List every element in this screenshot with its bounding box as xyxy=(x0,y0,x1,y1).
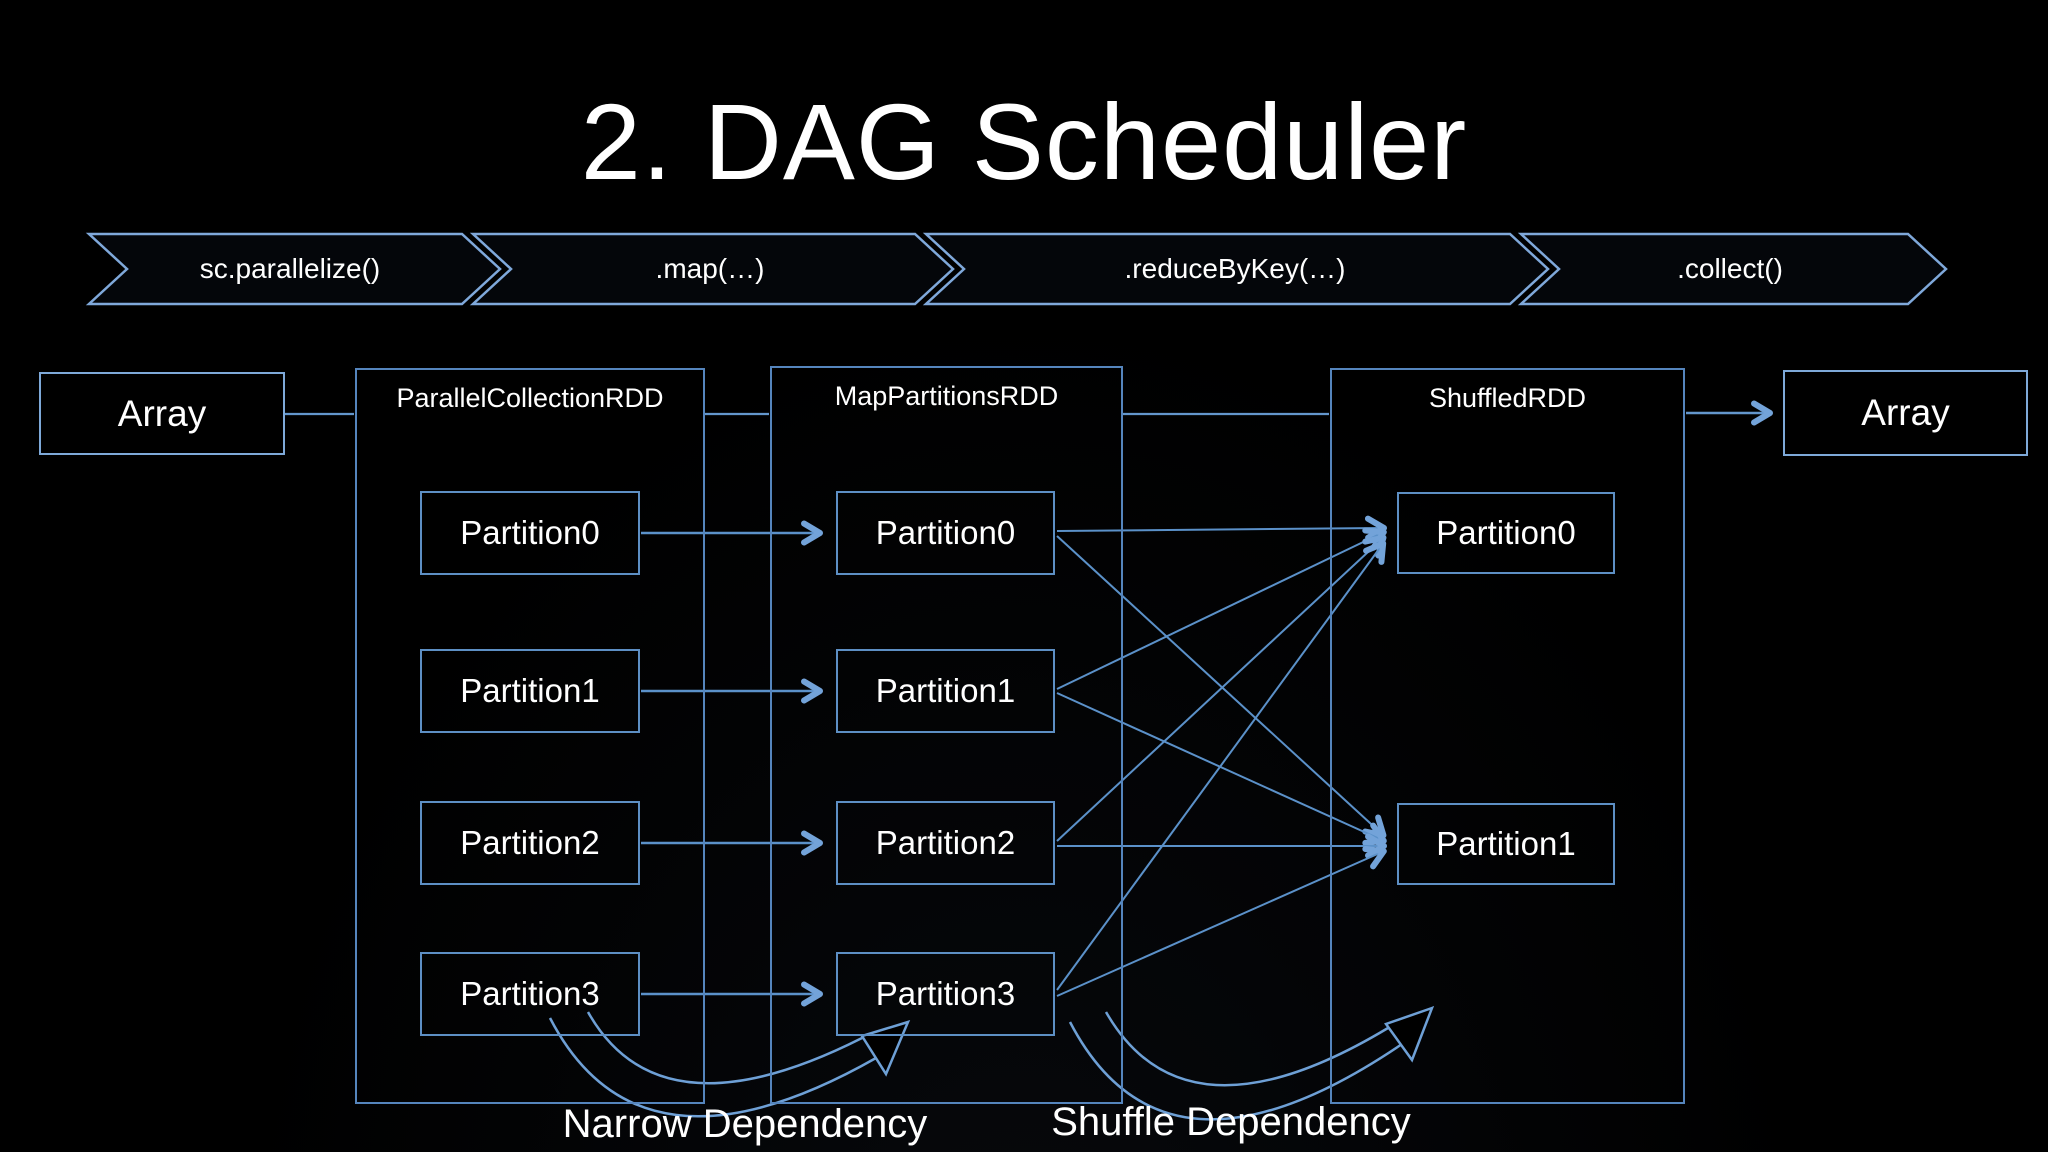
partition-label: Partition0 xyxy=(1436,514,1576,551)
pipeline-step-collect: .collect() xyxy=(1677,253,1783,284)
pipeline-step-parallelize: sc.parallelize() xyxy=(199,253,381,284)
partition-label: Partition1 xyxy=(875,672,1016,709)
mappartitionsrdd-title: MapPartitionsRDD xyxy=(834,380,1059,411)
output-array-box: Array xyxy=(1783,370,2028,456)
parallelcollection-partition0: Partition0 xyxy=(420,491,640,575)
mappartitions-partition1: Partition1 xyxy=(836,649,1055,733)
shuffledrdd-container xyxy=(1330,368,1685,1104)
shuffle-dependency-label: Shuffle Dependency xyxy=(1051,1099,1411,1144)
partition-label: Partition2 xyxy=(460,824,600,861)
pipeline-step-reducebykey: .reduceByKey(…) xyxy=(1124,253,1346,284)
partition-label: Partition3 xyxy=(875,975,1016,1012)
input-array-label: Array xyxy=(117,392,207,434)
mappartitionsrdd-container xyxy=(770,366,1123,1104)
input-array-box: Array xyxy=(39,372,285,455)
mappartitions-partition2: Partition2 xyxy=(836,801,1055,885)
shuffledrdd-title: ShuffledRDD xyxy=(1428,382,1587,413)
pipeline-step-map: .map(…) xyxy=(655,253,765,284)
partition-label: Partition3 xyxy=(460,975,600,1012)
narrow-dependency-label: Narrow Dependency xyxy=(562,1101,928,1146)
shuffled-partition1: Partition1 xyxy=(1397,803,1615,885)
parallelcollectionrdd-container xyxy=(355,368,705,1104)
partition-label: Partition2 xyxy=(875,824,1016,861)
parallelcollection-partition3: Partition3 xyxy=(420,952,640,1036)
parallelcollectionrdd-title: ParallelCollectionRDD xyxy=(396,382,664,413)
shuffled-partition0: Partition0 xyxy=(1397,492,1615,574)
partition-label: Partition1 xyxy=(1436,825,1576,862)
mappartitions-partition3: Partition3 xyxy=(836,952,1055,1036)
output-array-label: Array xyxy=(1861,392,1950,433)
parallelcollection-partition1: Partition1 xyxy=(420,649,640,733)
partition-label: Partition0 xyxy=(460,514,600,551)
parallelcollection-partition2: Partition2 xyxy=(420,801,640,885)
partition-label: Partition1 xyxy=(460,672,600,709)
mappartitions-partition0: Partition0 xyxy=(836,491,1055,575)
slide-title: 2. DAG Scheduler xyxy=(580,81,1468,202)
partition-label: Partition0 xyxy=(875,514,1016,551)
